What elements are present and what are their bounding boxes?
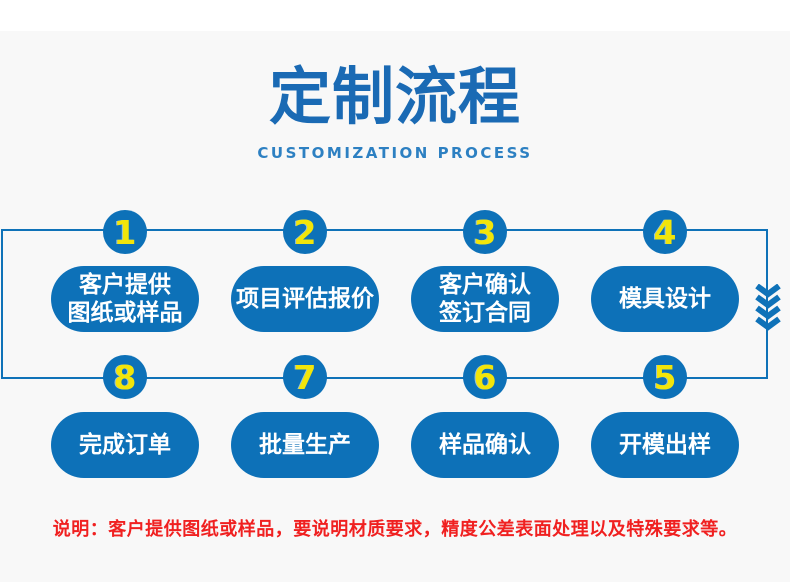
step-4-pill: 模具设计 <box>591 266 739 332</box>
step-3-number-badge: 3 <box>463 210 507 254</box>
chevron-down-icon <box>755 284 781 331</box>
step-5-number-badge: 5 <box>643 355 687 399</box>
step-4-number-badge: 4 <box>643 210 687 254</box>
step-3-pill: 客户确认 签订合同 <box>411 266 559 332</box>
step-1-number-badge: 1 <box>103 210 147 254</box>
flow-line-top <box>1 229 768 231</box>
step-2-pill: 项目评估报价 <box>231 266 379 332</box>
step-6-pill: 样品确认 <box>411 412 559 478</box>
step-1-pill: 客户提供 图纸或样品 <box>51 266 199 332</box>
flow-line-left <box>1 229 3 379</box>
step-8-pill: 完成订单 <box>51 412 199 478</box>
step-7-pill: 批量生产 <box>231 412 379 478</box>
page-title: 定制流程 <box>268 60 521 133</box>
page-subtitle: CUSTOMIZATION PROCESS <box>257 144 533 162</box>
step-7-number-badge: 7 <box>283 355 327 399</box>
flow-line-bottom <box>1 377 768 379</box>
step-5-pill: 开模出样 <box>591 412 739 478</box>
step-8-number-badge: 8 <box>103 355 147 399</box>
step-2-number-badge: 2 <box>283 210 327 254</box>
step-6-number-badge: 6 <box>463 355 507 399</box>
note-text: 说明：客户提供图纸或样品，要说明材质要求，精度公差表面处理以及特殊要求等。 <box>52 519 738 540</box>
